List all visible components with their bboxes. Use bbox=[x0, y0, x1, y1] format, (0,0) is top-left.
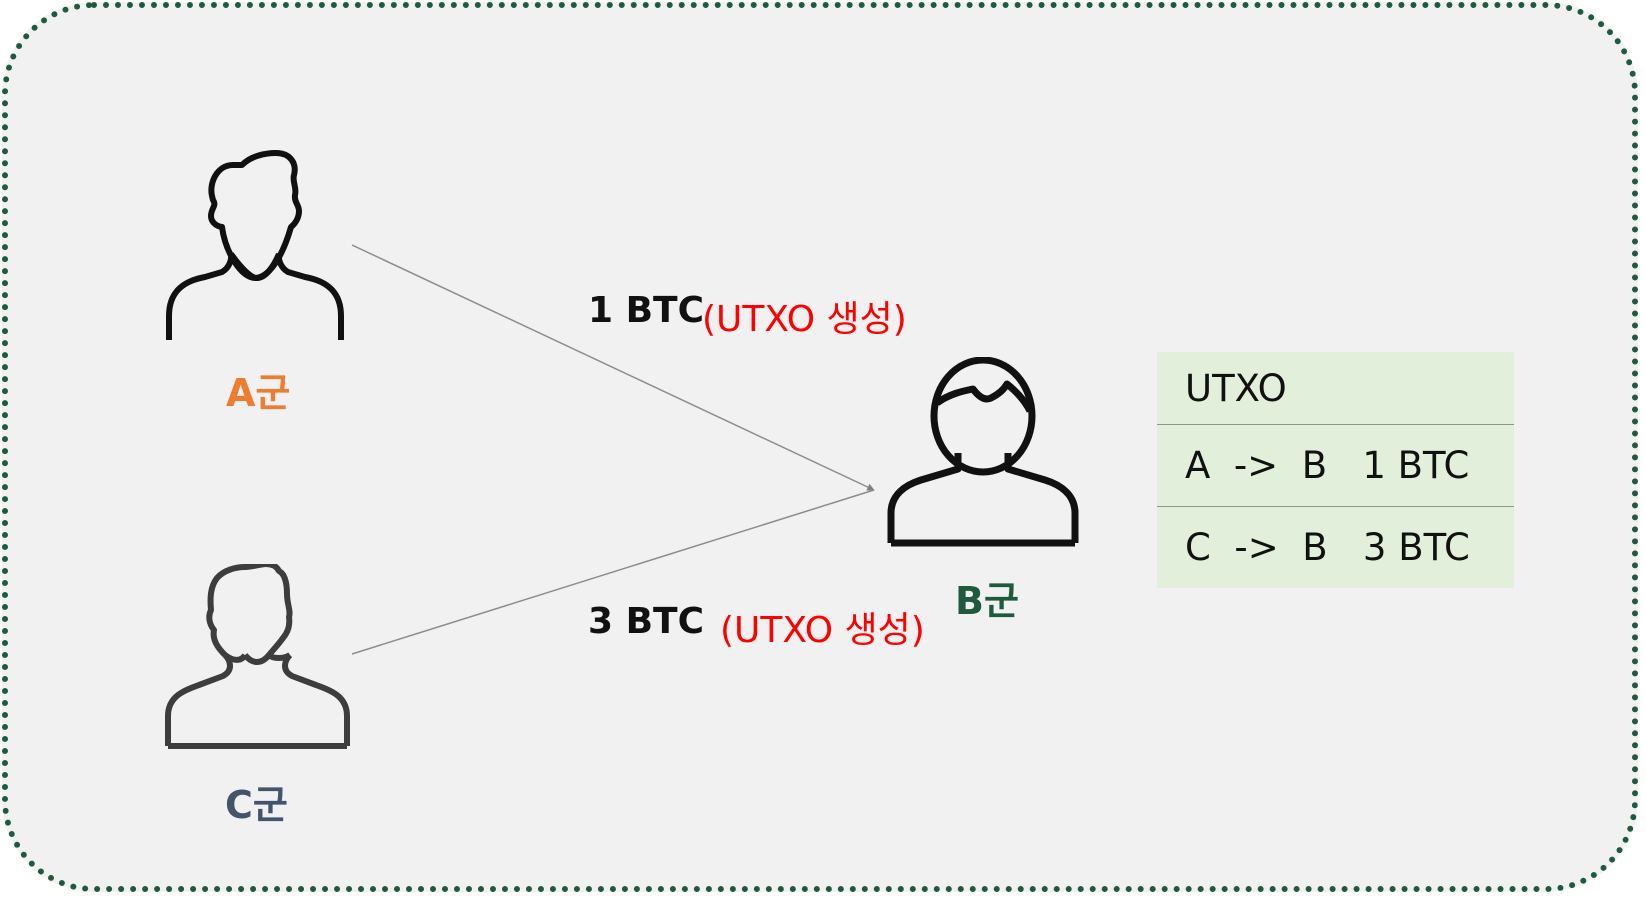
node-label-c: C군 bbox=[225, 783, 288, 827]
utxo-table-row: A -> B 1 BTC bbox=[1157, 424, 1514, 506]
utxo-table-header: UTXO bbox=[1185, 366, 1287, 410]
node-label-a: A군 bbox=[226, 371, 291, 415]
node-label-b: B군 bbox=[955, 579, 1019, 623]
utxo-table: UTXO A -> B 1 BTC C -> B 3 BTC bbox=[1157, 352, 1514, 588]
person-b-icon bbox=[887, 357, 1079, 547]
person-c-icon bbox=[165, 564, 350, 749]
edge-a-note: (UTXO 생성) bbox=[702, 299, 907, 340]
edge-c-note: (UTXO 생성) bbox=[720, 610, 925, 651]
utxo-table-row: C -> B 3 BTC bbox=[1157, 506, 1514, 588]
edge-a-to-b-line bbox=[351, 244, 875, 491]
edge-c-amount: 3 BTC bbox=[588, 601, 704, 642]
edge-a-amount: 1 BTC bbox=[588, 290, 704, 331]
person-a-icon bbox=[166, 150, 344, 340]
edge-c-to-b-line bbox=[351, 489, 875, 655]
